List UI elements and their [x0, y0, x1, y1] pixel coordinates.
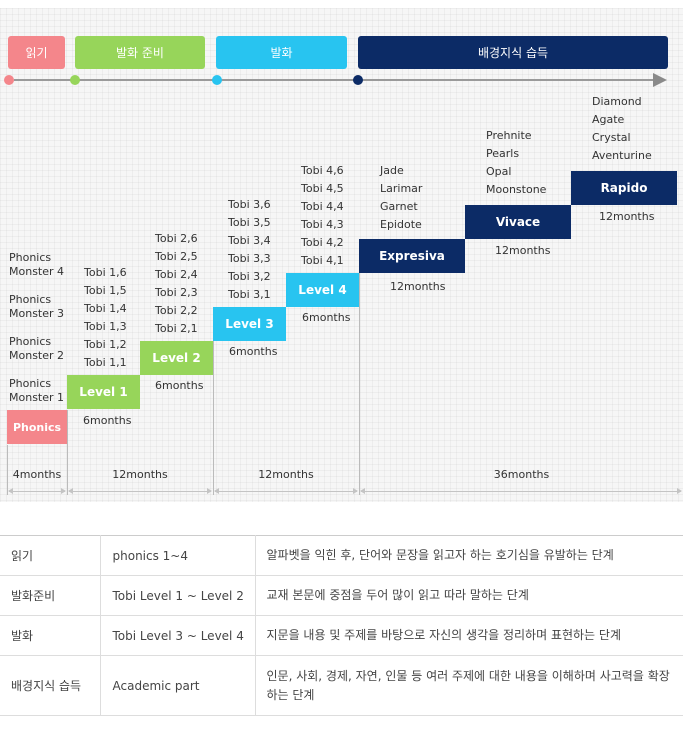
timeline-arrowhead	[653, 73, 667, 87]
span-divider	[213, 341, 214, 495]
span-divider	[359, 273, 360, 495]
vivace-duration: 12months	[495, 244, 551, 257]
course-cell: Academic part	[99, 655, 255, 716]
span-arrow-speaking	[214, 488, 358, 494]
level-1-duration: 6months	[83, 414, 132, 427]
stage-cell: 발화	[0, 615, 100, 656]
span-label-speaking-prep: 12months	[112, 468, 168, 481]
rapido-duration: 12months	[599, 210, 655, 223]
span-divider	[7, 445, 8, 495]
level-2-duration: 6months	[155, 379, 204, 392]
phase-speaking-prep: 발화 준비	[75, 36, 205, 69]
stage-description-table: 읽기 phonics 1~4 알파벳을 익힌 후, 단어와 문장을 읽고자 하는…	[0, 535, 683, 716]
level-3-duration: 6months	[229, 345, 278, 358]
stage-cell: 배경지식 습득	[0, 655, 100, 716]
span-arrow-phonics	[8, 488, 66, 494]
table-row: 읽기 phonics 1~4 알파벳을 익힌 후, 단어와 문장을 읽고자 하는…	[0, 535, 683, 576]
span-arrow-speaking-prep	[68, 488, 212, 494]
expresiva-duration: 12months	[390, 280, 446, 293]
timeline-dot-background	[353, 75, 363, 85]
step-level-1: Level 1	[67, 375, 140, 409]
step-phonics: Phonics	[7, 410, 67, 444]
timeline-line	[14, 79, 656, 81]
step-level-4: Level 4	[286, 273, 359, 307]
step-level-2: Level 2	[140, 341, 213, 375]
phase-speaking: 발화	[216, 36, 347, 69]
step-level-3: Level 3	[213, 307, 286, 341]
timeline-dot-speaking-prep	[70, 75, 80, 85]
span-divider	[67, 410, 68, 495]
table-row: 발화 Tobi Level 3 ~ Level 4 지문을 내용 및 주제를 바…	[0, 615, 683, 656]
span-label-background: 36months	[493, 468, 550, 481]
step-vivace: Vivace	[465, 205, 571, 239]
step-rapido: Rapido	[571, 171, 677, 205]
step-expresiva: Expresiva	[359, 239, 465, 273]
course-cell: phonics 1~4	[99, 535, 255, 576]
span-label-speaking: 12months	[258, 468, 314, 481]
course-cell: Tobi Level 1 ~ Level 2	[99, 575, 255, 616]
table-row: 발화준비 Tobi Level 1 ~ Level 2 교재 본문에 중점을 두…	[0, 575, 683, 616]
level-4-duration: 6months	[302, 311, 351, 324]
span-arrow-background	[360, 488, 682, 494]
stage-cell: 읽기	[0, 535, 100, 576]
course-cell: Tobi Level 3 ~ Level 4	[99, 615, 255, 656]
description-cell: 인문, 사회, 경제, 자연, 인물 등 여러 주제에 대한 내용을 이해하며 …	[254, 655, 683, 716]
phase-background-knowledge: 배경지식 습득	[358, 36, 668, 69]
span-label-phonics: 4months	[12, 468, 62, 481]
phase-reading: 읽기	[8, 36, 65, 69]
description-cell: 교재 본문에 중점을 두어 많이 읽고 따라 말하는 단계	[254, 575, 683, 616]
table-row: 배경지식 습득 Academic part 인문, 사회, 경제, 자연, 인물…	[0, 655, 683, 716]
timeline-dot-reading	[4, 75, 14, 85]
stage-cell: 발화준비	[0, 575, 100, 616]
description-cell: 지문을 내용 및 주제를 바탕으로 자신의 생각을 정리하며 표현하는 단계	[254, 615, 683, 656]
timeline-dot-speaking	[212, 75, 222, 85]
description-cell: 알파벳을 익힌 후, 단어와 문장을 읽고자 하는 호기심을 유발하는 단계	[254, 535, 683, 576]
